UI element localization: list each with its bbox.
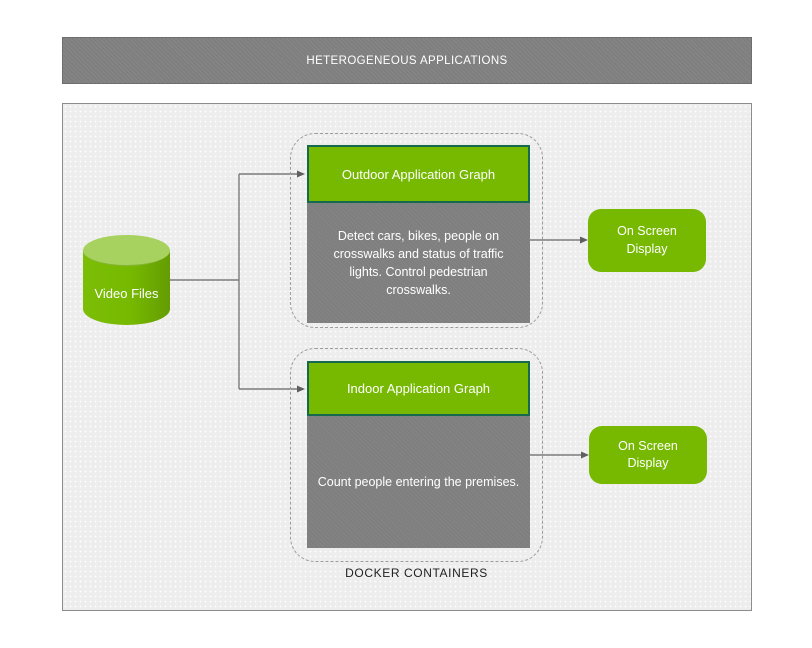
docker-container-outdoor [290, 133, 543, 328]
cylinder-top-ellipse [83, 235, 170, 266]
heterogeneous-applications-banner: HETEROGENEOUS APPLICATIONS [62, 37, 752, 84]
on-screen-display-outdoor: On Screen Display [588, 209, 706, 272]
on-screen-display-indoor: On Screen Display [589, 426, 707, 484]
on-screen-display-indoor-label: On Screen Display [618, 438, 678, 471]
indoor-application-graph-card: Indoor Application Graph Count people en… [307, 361, 530, 548]
video-files-label: Video Files [94, 285, 159, 301]
outdoor-graph-description: Detect cars, bikes, people on crosswalks… [307, 203, 530, 323]
on-screen-display-outdoor-label: On Screen Display [617, 224, 677, 256]
outdoor-graph-title: Outdoor Application Graph [307, 145, 530, 203]
banner-title: HETEROGENEOUS APPLICATIONS [306, 54, 508, 67]
video-files-database: Video Files [83, 235, 170, 325]
docker-containers-caption: DOCKER CONTAINERS [345, 566, 488, 580]
indoor-graph-description: Count people entering the premises. [307, 416, 530, 548]
indoor-graph-title: Indoor Application Graph [307, 361, 530, 416]
docker-container-indoor [290, 348, 543, 562]
outdoor-application-graph-card: Outdoor Application Graph Detect cars, b… [307, 145, 530, 323]
